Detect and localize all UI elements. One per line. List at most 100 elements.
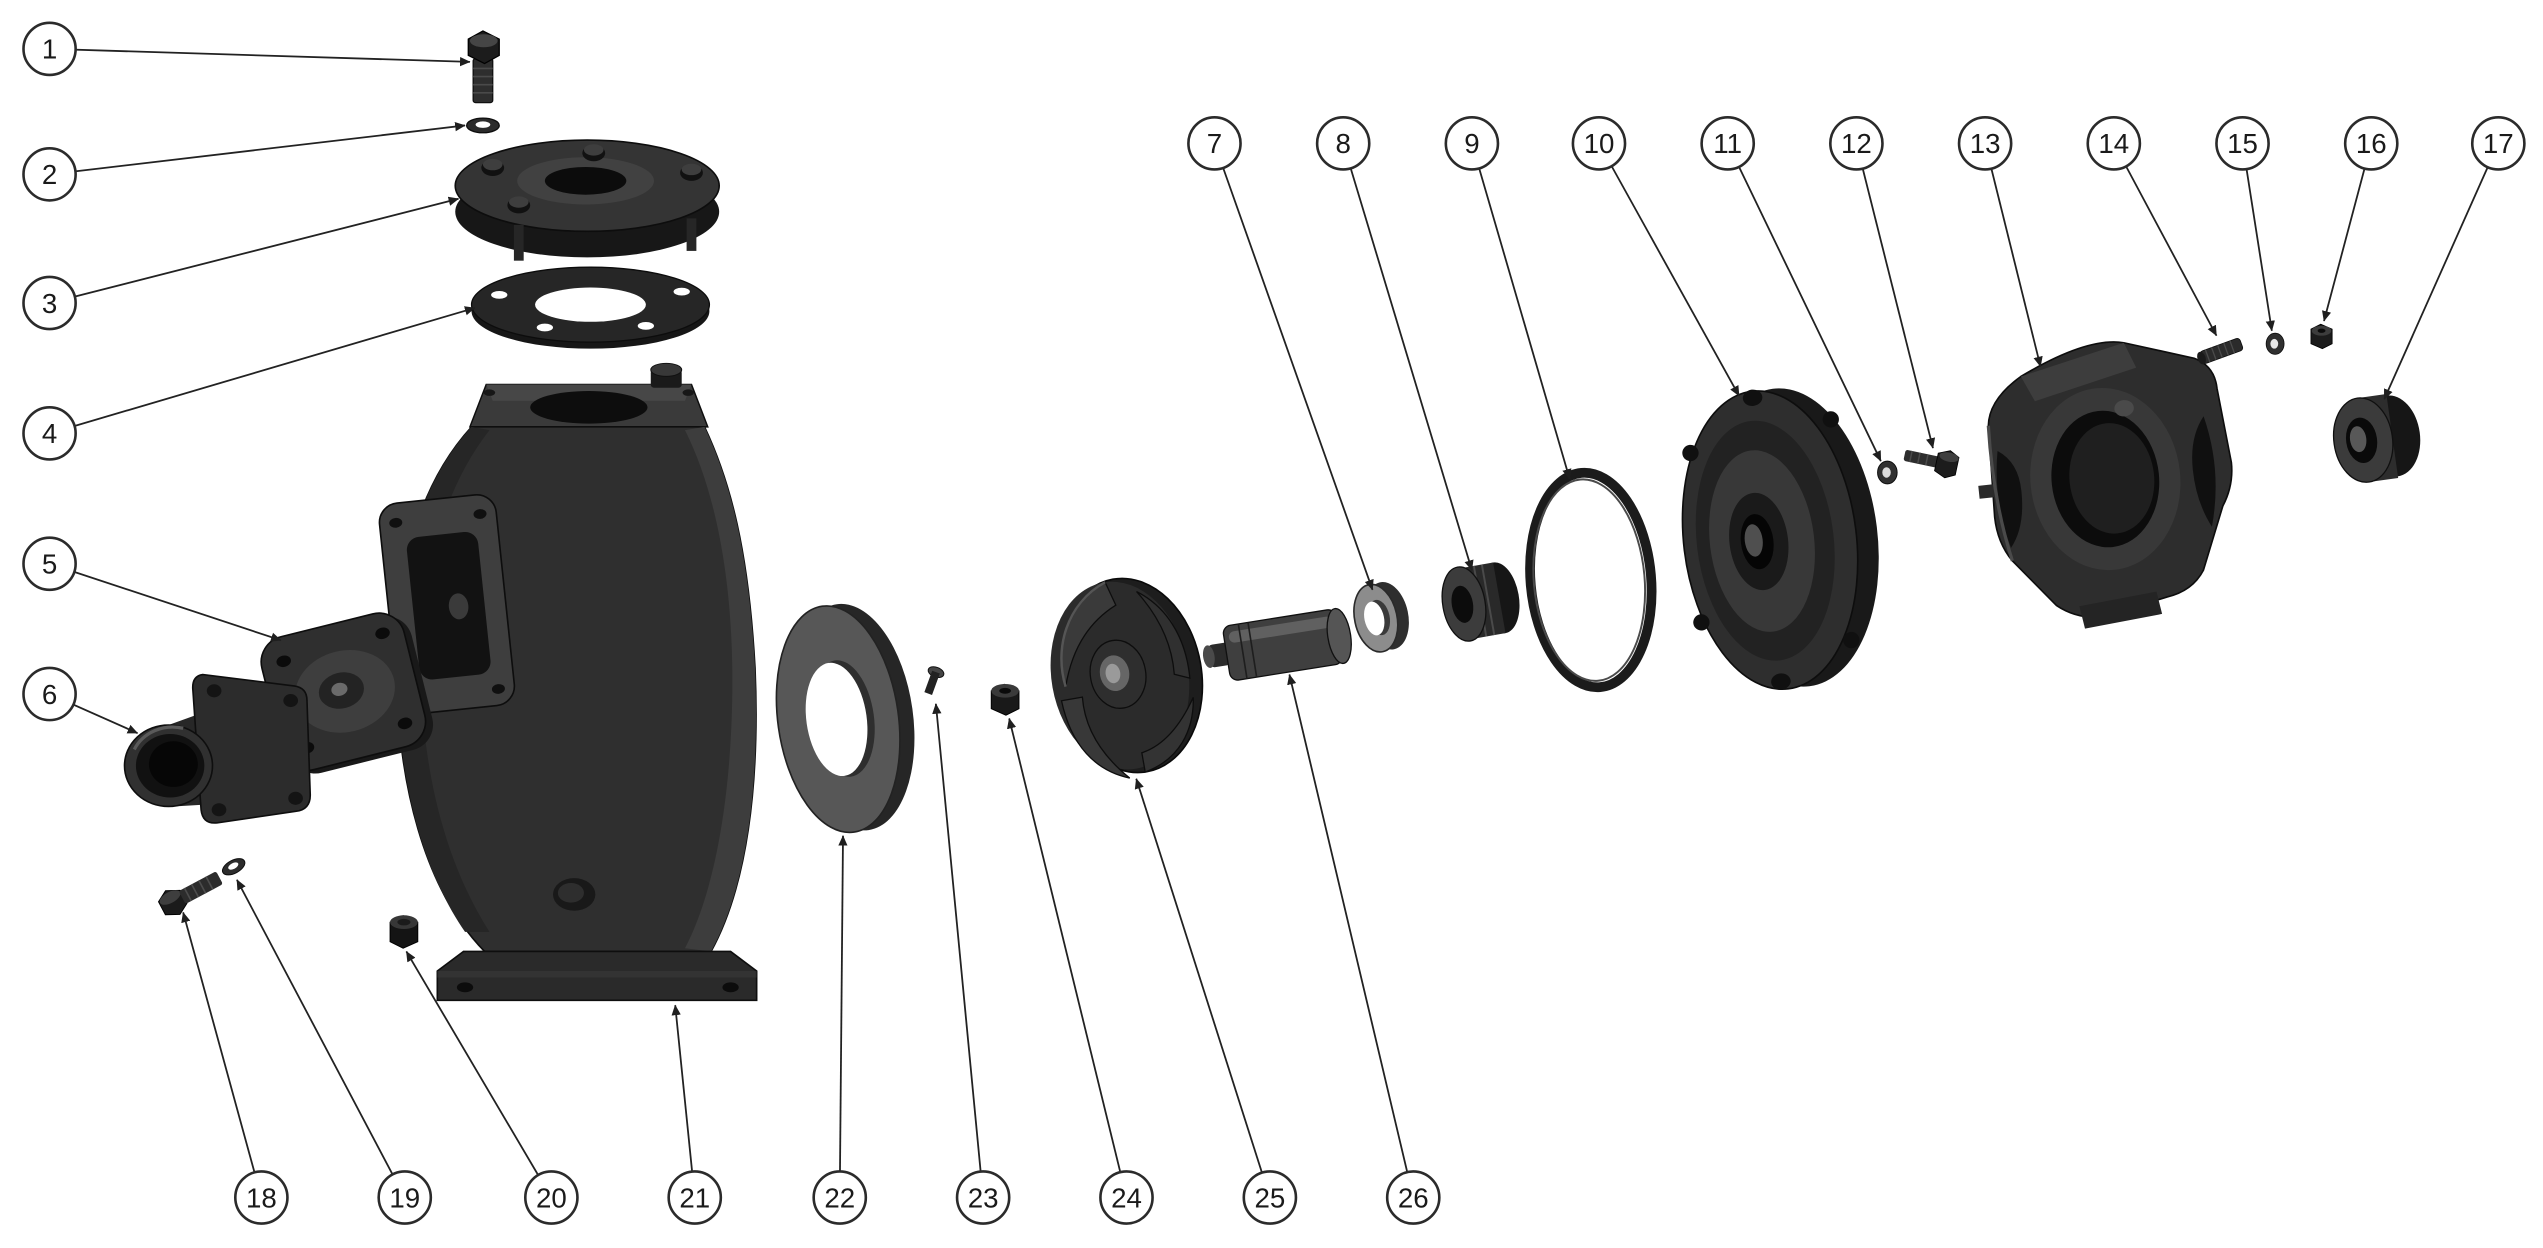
svg-text:19: 19	[389, 1182, 420, 1213]
part-wear-plate	[775, 603, 915, 834]
balloon-17: 17	[2470, 116, 2526, 171]
part-washer-top	[466, 117, 500, 134]
part-impeller	[1050, 577, 1204, 779]
leader-1	[49, 47, 471, 67]
balloon-12: 12	[1829, 116, 1884, 171]
svg-text:20: 20	[536, 1182, 567, 1213]
balloon-24: 24	[1099, 1170, 1154, 1225]
leader-24	[1007, 717, 1128, 1198]
leader-25	[1134, 778, 1271, 1198]
balloon-2: 2	[22, 146, 77, 202]
balloon-15: 15	[2215, 116, 2270, 171]
balloon-23: 23	[955, 1170, 1011, 1225]
svg-text:5: 5	[42, 548, 57, 579]
leader-13	[1984, 143, 2043, 368]
parts-layer	[123, 30, 2421, 1002]
balloon-5: 5	[22, 536, 77, 592]
leader-12	[1855, 143, 1936, 449]
svg-text:3: 3	[42, 288, 57, 319]
part-hex-bolt	[467, 30, 500, 104]
balloon-13: 13	[1957, 116, 2013, 171]
part-impeller-nut	[990, 683, 1020, 716]
balloon-3: 3	[22, 275, 77, 331]
svg-text:2: 2	[42, 159, 57, 190]
balloon-9: 9	[1444, 116, 1500, 171]
svg-text:23: 23	[968, 1182, 999, 1213]
balloon-18: 18	[233, 1170, 289, 1225]
svg-text:8: 8	[1335, 128, 1350, 159]
leader-lines	[49, 47, 2500, 1198]
part-suction-flange	[123, 673, 312, 824]
balloon-22: 22	[812, 1170, 868, 1225]
part-impeller-screw	[924, 666, 945, 695]
balloon-20: 20	[524, 1170, 579, 1225]
svg-text:25: 25	[1254, 1182, 1285, 1213]
leader-11	[1726, 142, 1882, 462]
leader-9	[1471, 143, 1572, 480]
balloon-4: 4	[22, 406, 77, 461]
leader-26	[1287, 673, 1415, 1198]
svg-text:10: 10	[1584, 128, 1615, 159]
part-gasket	[470, 266, 711, 349]
balloon-8: 8	[1315, 116, 1371, 171]
part-o-ring	[1525, 467, 1657, 693]
part-pump-casing	[378, 383, 758, 1002]
svg-text:14: 14	[2098, 128, 2129, 159]
leader-19	[236, 879, 406, 1198]
svg-text:11: 11	[1713, 128, 1742, 159]
part-hex-bolt-small	[1903, 450, 1960, 479]
svg-text:9: 9	[1464, 128, 1479, 159]
svg-text:26: 26	[1398, 1182, 1429, 1213]
svg-text:15: 15	[2227, 128, 2258, 159]
leader-7	[1213, 143, 1374, 591]
part-shaft-sleeve	[1202, 607, 1352, 681]
leader-22	[838, 835, 848, 1198]
balloon-1: 1	[22, 21, 77, 77]
leader-15	[2241, 143, 2275, 332]
leader-23	[932, 703, 985, 1198]
leader-17	[2383, 143, 2500, 400]
balloon-14: 14	[2086, 116, 2142, 171]
leader-4	[49, 306, 476, 435]
leader-8	[1342, 143, 1474, 571]
svg-text:4: 4	[42, 418, 57, 449]
part-drain-plug	[389, 915, 419, 949]
part-bearing-bracket	[1978, 341, 2233, 629]
leader-18	[181, 911, 263, 1198]
balloon-26: 26	[1385, 1170, 1441, 1225]
part-back-cover	[1681, 388, 1879, 691]
svg-text:22: 22	[824, 1182, 855, 1213]
balloon-7: 7	[1187, 116, 1242, 171]
leader-3	[49, 196, 460, 304]
svg-text:1: 1	[42, 34, 57, 65]
part-pipe-plug-top	[650, 362, 683, 388]
balloon-11: 11	[1700, 116, 1756, 171]
balloon-16: 16	[2343, 116, 2399, 171]
balloon-10: 10	[1571, 116, 1627, 171]
part-washer-tiny	[2265, 332, 2285, 355]
leader-21	[671, 1004, 696, 1198]
balloon-25: 25	[1242, 1170, 1298, 1225]
leader-10	[1598, 142, 1740, 397]
part-stud	[2197, 337, 2244, 365]
svg-text:18: 18	[246, 1182, 277, 1213]
svg-text:17: 17	[2483, 128, 2514, 159]
balloon-6: 6	[22, 666, 77, 722]
balloon-21: 21	[667, 1170, 723, 1225]
leader-2	[49, 121, 466, 176]
leader-5	[49, 562, 282, 642]
svg-text:7: 7	[1207, 128, 1222, 159]
leader-20	[405, 950, 553, 1198]
svg-text:12: 12	[1841, 128, 1872, 159]
svg-text:24: 24	[1111, 1182, 1142, 1213]
balloon-19: 19	[377, 1170, 433, 1225]
part-shaft-collar	[2332, 394, 2421, 483]
svg-text:21: 21	[679, 1182, 710, 1213]
part-top-flange	[454, 139, 721, 261]
part-mechanical-seal	[1441, 562, 1520, 642]
part-washer-lower	[221, 858, 246, 876]
balloons-layer: 1 2 3 4 5 6 7 8 9 10 11 12 13 14 15 16 1…	[22, 21, 2526, 1225]
svg-text:6: 6	[42, 679, 57, 710]
